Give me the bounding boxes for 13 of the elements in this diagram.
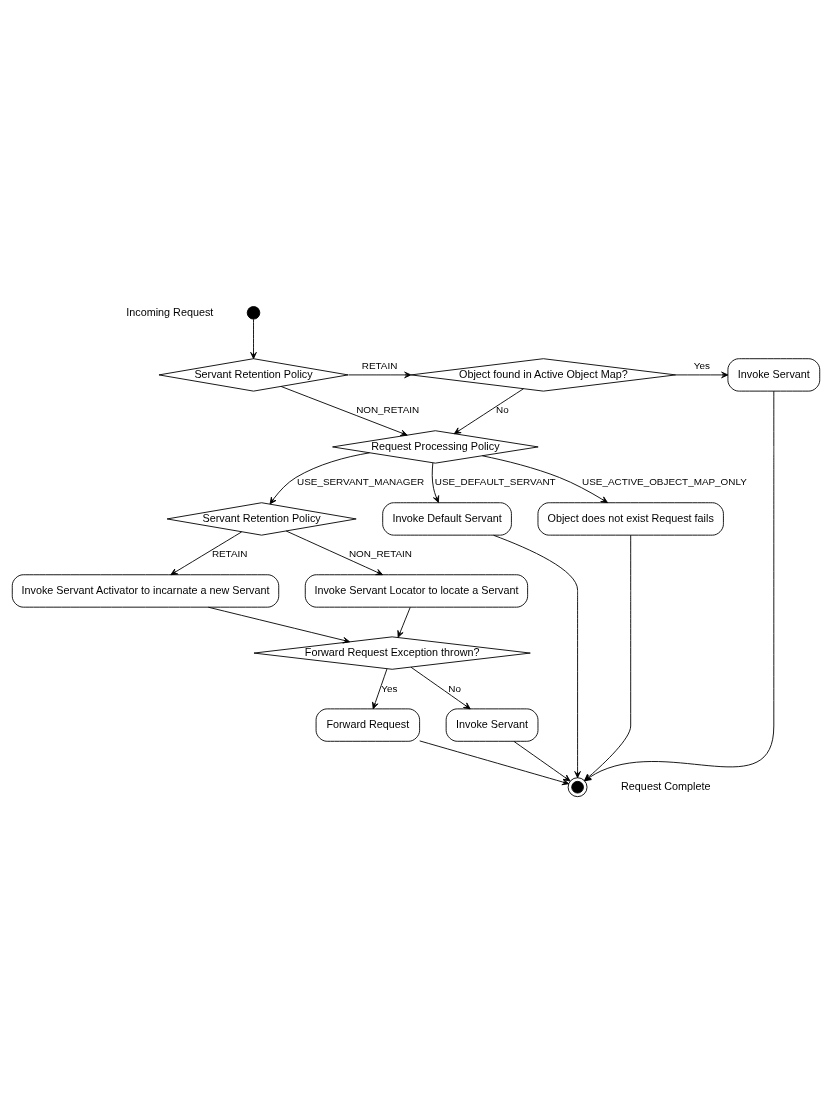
edge-label: RETAIN: [361, 360, 398, 372]
edge-label: USE_SERVANT_MANAGER: [297, 476, 425, 488]
edge-label: RETAIN: [211, 548, 248, 560]
edge-label: USE_DEFAULT_SERVANT: [434, 476, 556, 488]
edge-label: NON_RETAIN: [348, 548, 412, 560]
edge-label: USE_ACTIVE_OBJECT_MAP_ONLY: [582, 476, 747, 488]
node-label: Incoming Request: [126, 305, 214, 318]
edge-label: Yes: [381, 682, 398, 694]
edge-label: Yes: [693, 360, 710, 372]
edge-label: No: [496, 404, 509, 416]
edge-label: No: [448, 682, 462, 694]
node-label: Request Complete: [621, 779, 711, 792]
edge-label: NON_RETAIN: [356, 404, 420, 416]
